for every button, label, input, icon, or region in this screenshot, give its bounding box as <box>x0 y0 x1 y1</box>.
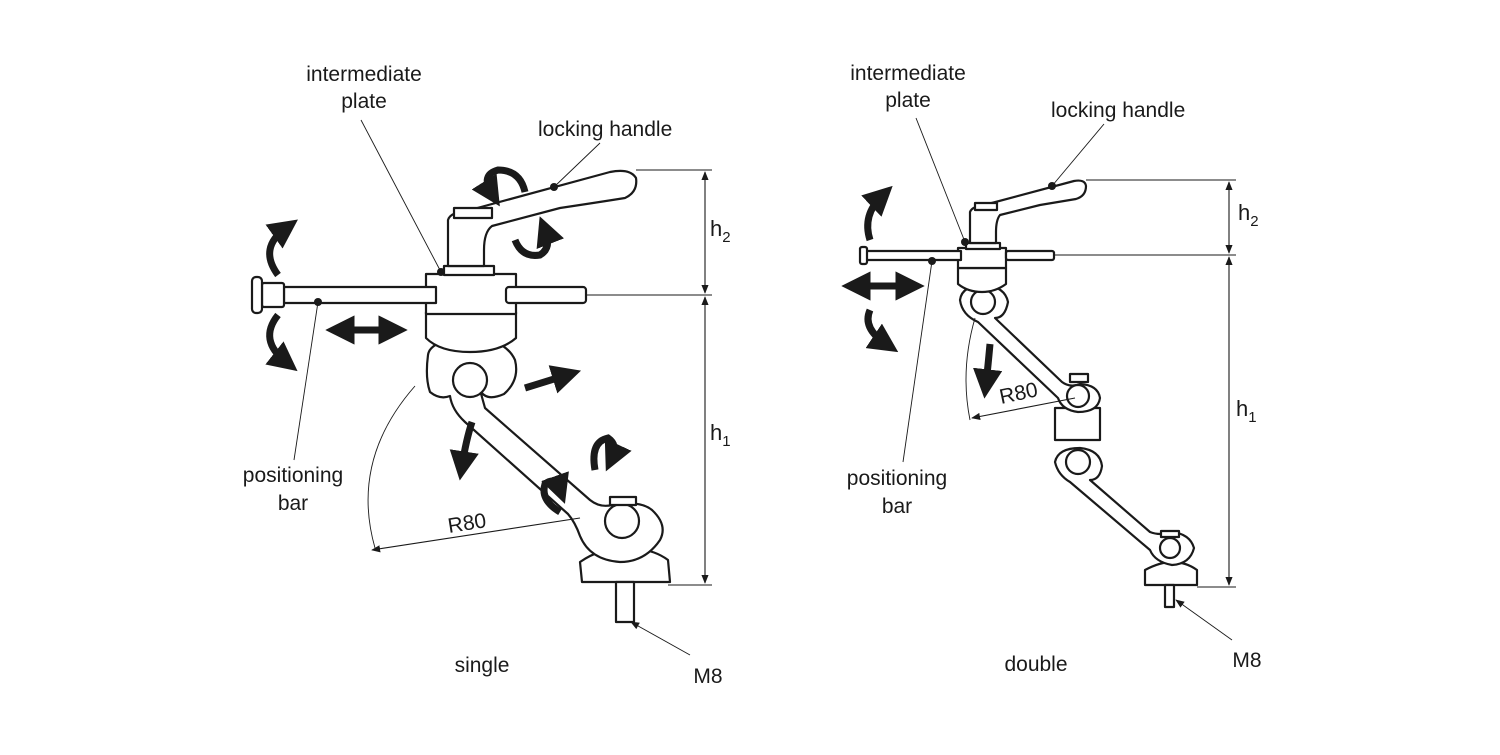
single-lower-block <box>608 495 638 507</box>
single-caption: single <box>455 654 510 677</box>
double-positioning-label-2: bar <box>882 495 912 518</box>
double-intermediate-label-2: plate <box>885 89 931 112</box>
single-m8-stud <box>614 580 636 624</box>
single-swing-arrow-up <box>265 219 298 278</box>
double-bar-knob <box>858 245 869 266</box>
double-r80-arc <box>965 317 976 421</box>
double-lower-block <box>1159 529 1181 539</box>
double-m8-stud <box>1163 583 1176 609</box>
single-h2-label: h2 <box>710 216 731 246</box>
single-swing-arrow-down <box>265 312 298 372</box>
single-arm-arrow-right <box>523 365 582 394</box>
single-rotate-mid <box>590 434 632 472</box>
double-mid-upper-joint <box>1065 383 1091 409</box>
single-bar-leader <box>293 301 319 461</box>
double-variant: intermediate plate locking handle positi… <box>841 62 1262 676</box>
double-r80-line <box>971 397 1076 420</box>
double-arm-arrow-down <box>973 343 1003 399</box>
single-handle-cap <box>452 206 494 220</box>
double-handle-leader <box>1051 123 1105 187</box>
double-r80-label: R80 <box>997 378 1039 409</box>
single-m8-leader <box>630 621 691 656</box>
double-swing-arrow-up <box>861 185 893 242</box>
single-bar-right-end <box>504 285 588 305</box>
single-intermediate-label-2: plate <box>341 90 387 113</box>
single-h1-label: h1 <box>710 420 731 450</box>
single-plate-leader <box>360 119 442 273</box>
double-m8-label: M8 <box>1232 649 1261 672</box>
single-m8-label: M8 <box>693 665 722 688</box>
double-handle-cap <box>973 201 999 212</box>
double-bar-right-end <box>1004 249 1056 262</box>
double-locking-handle-label: locking handle <box>1051 99 1185 122</box>
single-lower-joint <box>603 502 641 540</box>
double-h2-label: h2 <box>1238 200 1259 230</box>
single-rotate-low <box>540 471 569 516</box>
single-bar-knob-cap <box>250 275 264 315</box>
double-bar-leader <box>902 260 933 463</box>
single-intermediate-label-1: intermediate <box>306 63 422 86</box>
double-intermediate-label-1: intermediate <box>850 62 966 85</box>
single-handle-rotate-top <box>471 166 529 207</box>
single-arm-arrow-down <box>449 420 479 481</box>
single-variant: intermediate plate locking handle positi… <box>243 63 731 688</box>
single-positioning-label-2: bar <box>278 492 308 515</box>
double-m8-leader <box>1175 599 1233 641</box>
single-handle-leader <box>553 142 601 188</box>
single-s-arm <box>425 336 664 564</box>
single-r80-line <box>371 517 581 553</box>
double-mid-lower-joint <box>1064 448 1092 476</box>
double-plate-leader <box>915 117 966 243</box>
single-head-block <box>424 272 518 316</box>
single-bar-knob <box>260 281 286 309</box>
single-r80-arc <box>367 385 416 549</box>
double-head-block <box>956 246 1008 270</box>
double-mid-block <box>1068 372 1090 384</box>
single-positioning-bar <box>282 285 438 305</box>
double-positioning-bar <box>864 249 963 262</box>
single-positioning-label-1: positioning <box>243 464 343 487</box>
single-intermediate-plate <box>442 264 496 277</box>
double-head-body <box>956 266 1008 294</box>
double-positioning-label-1: positioning <box>847 467 947 490</box>
double-upper-joint <box>969 288 997 316</box>
double-swing-arrow-down <box>864 308 899 353</box>
double-h1-label: h1 <box>1236 396 1257 426</box>
single-head-body <box>424 310 518 354</box>
double-lower-joint <box>1158 536 1182 560</box>
single-locking-handle-label: locking handle <box>538 118 672 141</box>
double-caption: double <box>1004 653 1067 676</box>
double-locking-handle <box>968 179 1088 245</box>
single-handle-rotate-bottom <box>511 216 565 259</box>
single-upper-joint <box>451 361 489 399</box>
